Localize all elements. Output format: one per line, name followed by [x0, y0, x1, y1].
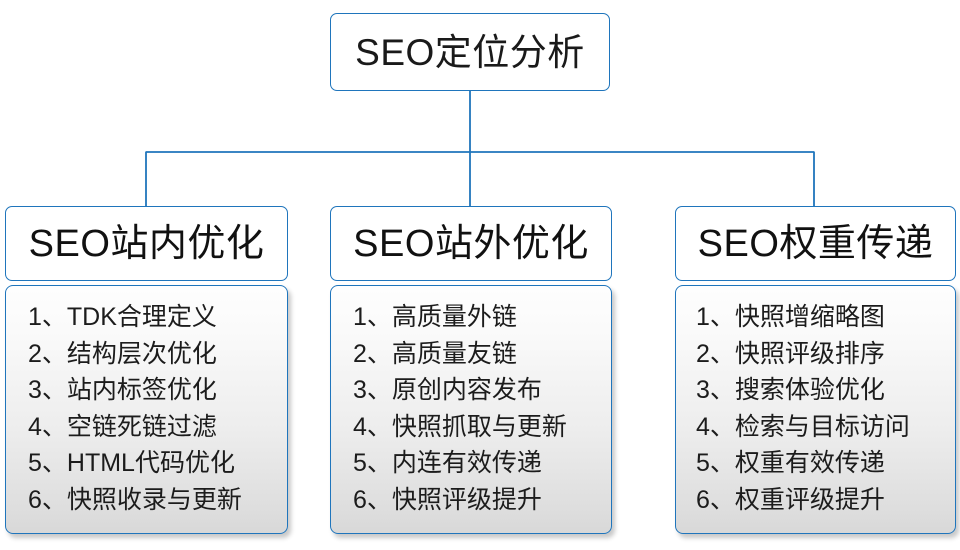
branch-header-3-title: SEO权重传递 — [697, 222, 934, 265]
branch-body-3: 1、快照增缩略图 2、快照评级排序 3、搜索体验优化 4、检索与目标访问 5、权… — [675, 285, 956, 534]
list-item: 6、快照收录与更新 — [28, 485, 242, 514]
list-item: 2、高质量友链 — [353, 339, 517, 368]
list-item: 6、权重评级提升 — [696, 485, 885, 514]
list-item: 1、高质量外链 — [353, 303, 517, 331]
list-item: 5、权重有效传递 — [696, 449, 885, 477]
list-item: 5、内连有效传递 — [353, 449, 542, 477]
list-item: 4、空链死链过滤 — [28, 412, 217, 441]
list-item: 5、HTML代码优化 — [28, 449, 235, 477]
branch-body-2: 1、高质量外链 2、高质量友链 3、原创内容发布 4、快照抓取与更新 5、内连有… — [330, 285, 612, 534]
branch-column-2: SEO站外优化 1、高质量外链 2、高质量友链 3、原创内容发布 4、快照抓取与… — [330, 206, 612, 534]
branch-column-1: SEO站内优化 1、TDK合理定义 2、结构层次优化 3、站内标签优化 4、空链… — [5, 206, 288, 534]
list-item: 1、TDK合理定义 — [28, 303, 217, 331]
list-item: 6、快照评级提升 — [353, 485, 542, 514]
branch-body-1: 1、TDK合理定义 2、结构层次优化 3、站内标签优化 4、空链死链过滤 5、H… — [5, 285, 288, 534]
list-item: 3、搜索体验优化 — [696, 376, 885, 404]
branch-column-3: SEO权重传递 1、快照增缩略图 2、快照评级排序 3、搜索体验优化 4、检索与… — [675, 206, 956, 534]
branch-header-3[interactable]: SEO权重传递 — [675, 206, 956, 281]
list-item: 4、检索与目标访问 — [696, 412, 910, 441]
item-list-1: 1、TDK合理定义 2、结构层次优化 3、站内标签优化 4、空链死链过滤 5、H… — [6, 299, 287, 518]
list-item: 4、快照抓取与更新 — [353, 412, 567, 441]
branch-header-1[interactable]: SEO站内优化 — [5, 206, 288, 281]
branch-header-1-title: SEO站内优化 — [28, 222, 265, 265]
branch-header-2-title: SEO站外优化 — [353, 222, 589, 265]
list-item: 3、原创内容发布 — [353, 376, 542, 404]
list-item: 1、快照增缩略图 — [696, 303, 885, 331]
list-item: 2、结构层次优化 — [28, 339, 217, 368]
root-node[interactable]: SEO定位分析 — [330, 13, 610, 91]
item-list-3: 1、快照增缩略图 2、快照评级排序 3、搜索体验优化 4、检索与目标访问 5、权… — [676, 299, 955, 518]
item-list-2: 1、高质量外链 2、高质量友链 3、原创内容发布 4、快照抓取与更新 5、内连有… — [331, 299, 611, 518]
branch-header-2[interactable]: SEO站外优化 — [330, 206, 612, 281]
root-node-title: SEO定位分析 — [355, 31, 585, 73]
list-item: 2、快照评级排序 — [696, 339, 885, 368]
list-item: 3、站内标签优化 — [28, 376, 217, 404]
